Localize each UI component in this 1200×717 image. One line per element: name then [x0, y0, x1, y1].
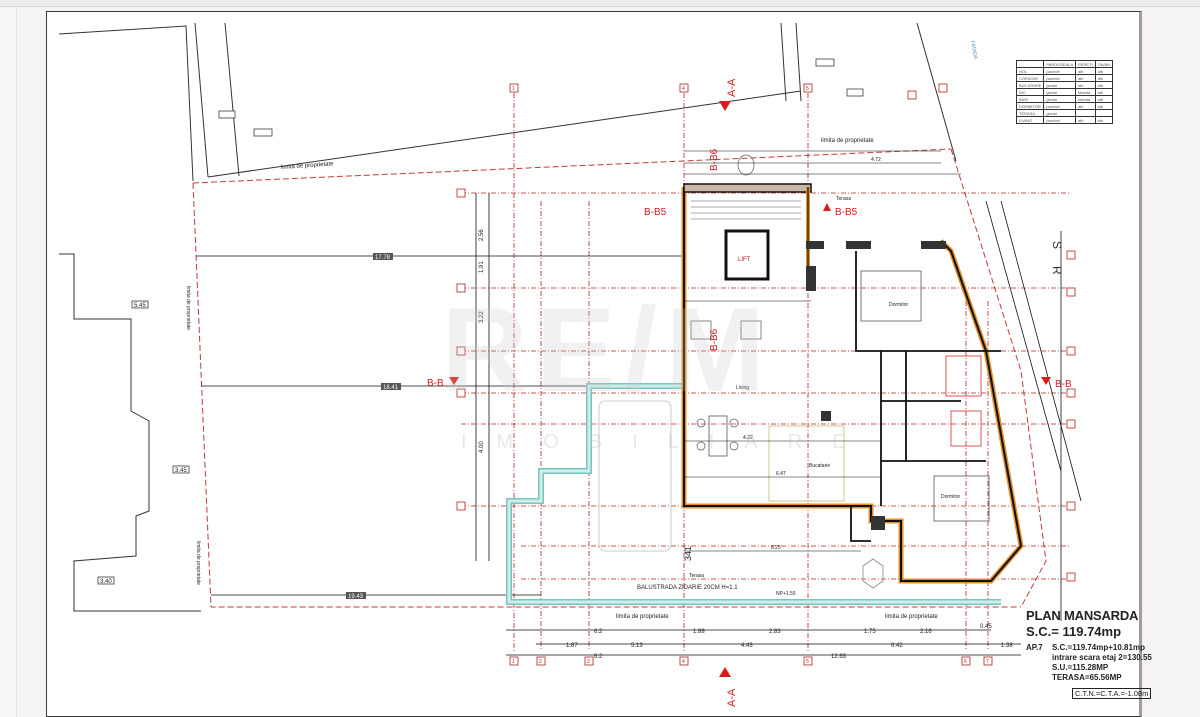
svg-text:1: 1	[512, 86, 515, 92]
property-limit-label-left: limita de proprietate	[185, 286, 191, 330]
grid-bubbles	[456, 83, 1076, 666]
plan-title: PLAN MANSARDA	[1026, 608, 1139, 623]
svg-text:6.2: 6.2	[594, 629, 603, 635]
blue-annotation: FATADA	[969, 40, 978, 60]
detail-su: S.U.=115.28MP	[1052, 663, 1109, 672]
apartment-label: AP.7	[1026, 643, 1043, 652]
level-tag: 3.40	[100, 579, 112, 585]
svg-text:3: 3	[587, 659, 590, 665]
section-b-b5-left: B-B5	[644, 207, 667, 218]
dim-17-78: 17.78	[375, 255, 391, 261]
svg-text:4.22: 4.22	[743, 435, 753, 441]
grid-axis-labels: 1 4 5 1 2 3 4 5 6 7	[512, 86, 989, 665]
svg-text:6.25: 6.25	[771, 545, 781, 551]
svg-text:5: 5	[806, 86, 809, 92]
detail-sc: S.C.=119.74mp+10.81mp	[1052, 643, 1145, 652]
dim-18-41: 18.41	[383, 385, 399, 391]
section-r: R	[1050, 266, 1064, 275]
property-limit-label-top: limita de proprietate	[281, 161, 335, 171]
svg-text:4.00: 4.00	[479, 441, 485, 453]
svg-text:12.63: 12.63	[831, 654, 847, 660]
svg-text:2.56: 2.56	[479, 229, 485, 241]
terasa-label: Terasa	[689, 573, 704, 579]
property-limit-label-top-right: limita de proprietate	[821, 138, 874, 144]
svg-text:5.13: 5.13	[631, 643, 643, 649]
viewer-left-strip	[0, 8, 17, 717]
svg-text:4.72: 4.72	[871, 157, 881, 163]
svg-text:2: 2	[539, 659, 542, 665]
lift-label: LIFT	[738, 257, 751, 263]
plan-sc-total: S.C.= 119.74mp	[1026, 624, 1122, 639]
section-markers: A-A A-A B-B B-B B-B5 B-B5 B-B6 B-B6	[427, 78, 1072, 707]
section-b-b-left: B-B	[427, 378, 444, 389]
terrace-parapet	[506, 383, 1001, 605]
building-walls: LIFT	[681, 154, 1024, 589]
svg-text:6.42: 6.42	[891, 643, 903, 649]
property-limit-label-bottom-right: limita de proprietate	[885, 614, 938, 620]
svg-text:0.45: 0.45	[980, 624, 992, 630]
svg-text:6.2: 6.2	[594, 654, 603, 660]
title-block: PLAN MANSARDA S.C.= 119.74mp AP.7 S.C.=1…	[1026, 608, 1176, 699]
neighbour-outline	[58, 22, 957, 612]
svg-text:6: 6	[964, 659, 967, 665]
svg-text:6.47: 6.47	[776, 471, 786, 477]
detail-entry: intrare scara etaj 2=130.55	[1052, 653, 1152, 662]
property-limit-label-bottom: limita de proprietate	[616, 614, 669, 620]
room-living: Living	[736, 385, 749, 391]
room-dormitor-2: Dormitor	[941, 494, 961, 500]
ctn-level: C.T.N.=C.T.A.=-1.08m	[1072, 688, 1152, 699]
viewer-top-bar	[0, 0, 1200, 7]
section-b-b-right: B-B	[1055, 379, 1072, 390]
section-b-b5-right: B-B5	[835, 207, 858, 218]
grid-lines-vertical	[513, 93, 989, 651]
svg-text:1.91: 1.91	[479, 261, 485, 273]
svg-text:4: 4	[682, 86, 685, 92]
svg-text:4.43: 4.43	[741, 643, 753, 649]
room-dormitor-1: Dormitor	[889, 302, 909, 308]
np-level: NP+1.55	[776, 591, 796, 597]
section-a-a-bottom: A-A	[726, 688, 738, 707]
detail-terasa: TERASA=65.56MP	[1052, 673, 1122, 682]
svg-text:5: 5	[806, 659, 809, 665]
svg-text:341: 341	[683, 546, 693, 561]
svg-text:1.87: 1.87	[566, 643, 578, 649]
svg-text:1: 1	[512, 659, 515, 665]
section-b-b6-mid: B-B6	[709, 328, 720, 351]
level-tag: 5.45	[134, 303, 146, 309]
room-bucatarie: Bucatarie	[809, 463, 830, 469]
property-line	[192, 148, 1047, 608]
drawing-sheet: limita de proprietate limita de propriet…	[46, 11, 1142, 717]
balustrade-label: BALUSTRADA ZIDARIE 20CM H=1.1	[637, 585, 738, 591]
terasa-top-label: Terasa	[836, 196, 851, 202]
section-b-b6-top: B-B6	[709, 148, 720, 171]
property-limit-label-left-bottom: limita de proprietate	[195, 541, 201, 585]
svg-text:1.38: 1.38	[1001, 643, 1013, 649]
section-a-a-top: A-A	[726, 78, 738, 97]
svg-text:1.75: 1.75	[864, 629, 876, 635]
dimension-lines	[196, 193, 1082, 656]
grid-lines-horizontal	[461, 192, 1071, 580]
svg-text:1.88: 1.88	[693, 629, 705, 635]
svg-text:4: 4	[682, 659, 685, 665]
svg-text:7: 7	[986, 659, 989, 665]
svg-text:2.16: 2.16	[920, 629, 932, 635]
section-s: S	[1050, 241, 1064, 249]
floor-plan-drawing: limita de proprietate limita de propriet…	[58, 22, 1082, 707]
svg-text:2.83: 2.83	[769, 629, 781, 635]
svg-text:3.22: 3.22	[479, 311, 485, 323]
level-tag: 3.45	[175, 468, 187, 474]
dim-19-43: 19.43	[348, 594, 364, 600]
